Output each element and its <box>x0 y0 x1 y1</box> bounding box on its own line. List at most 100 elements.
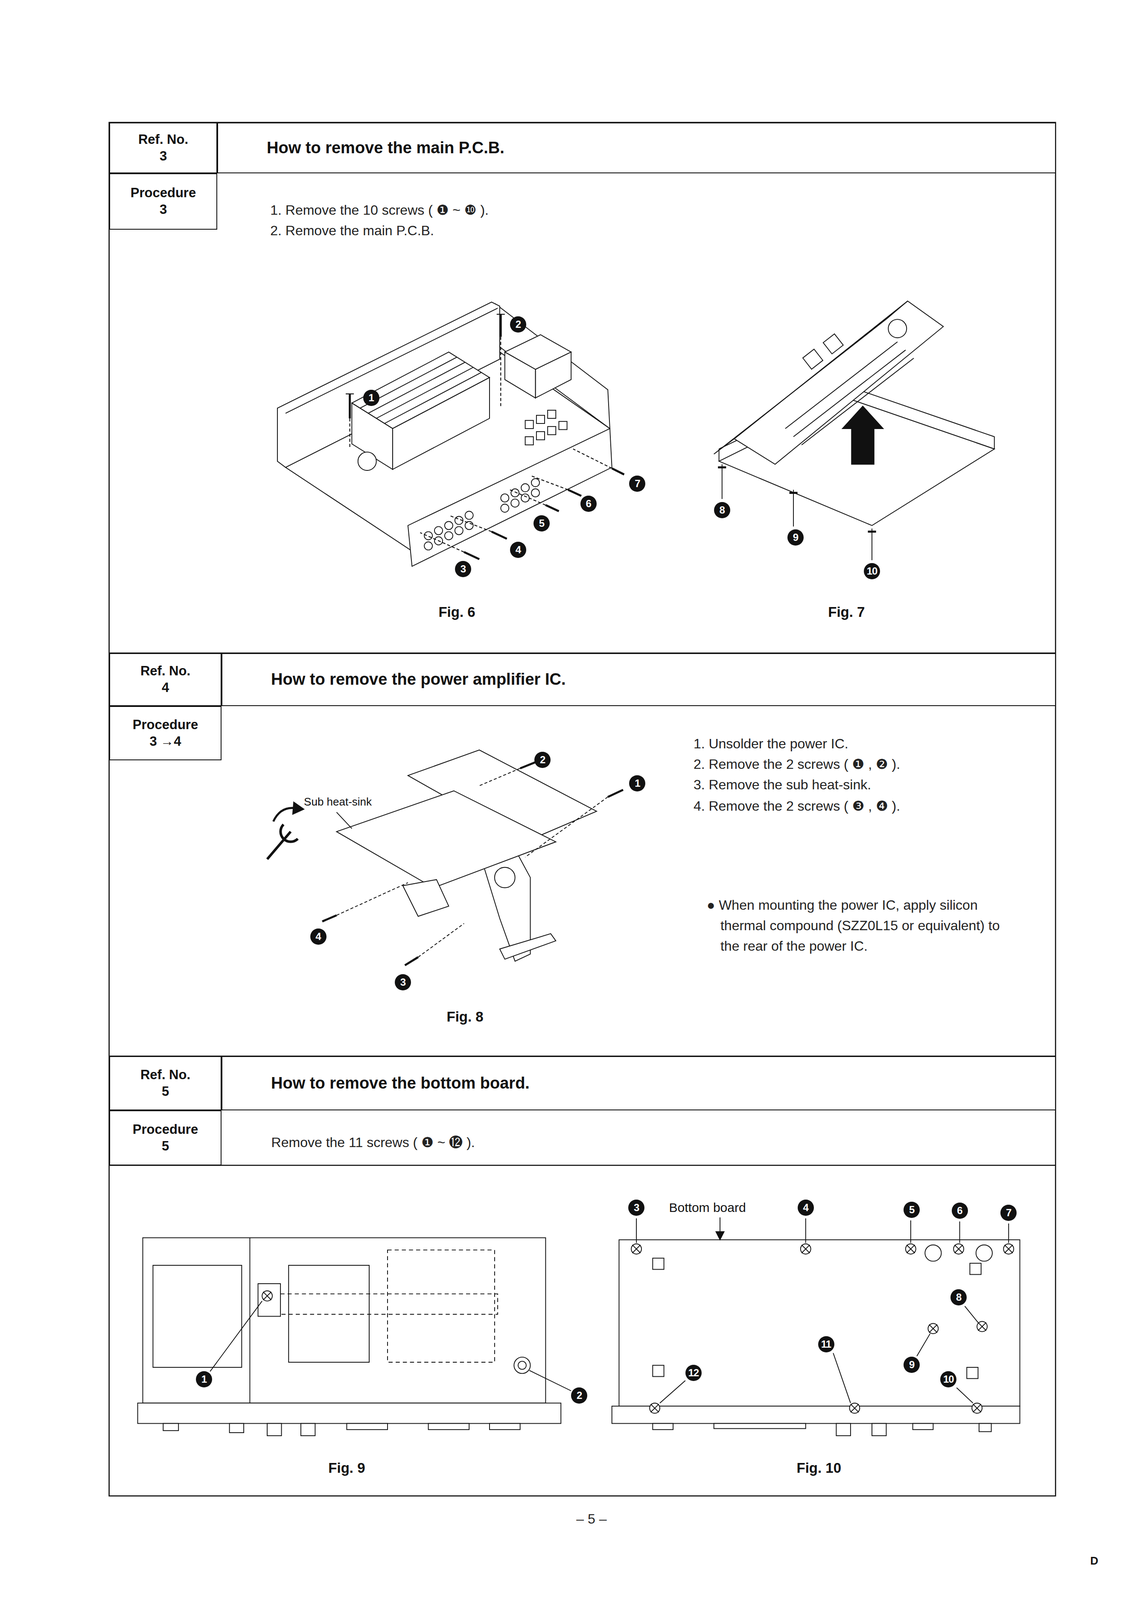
callout-number: 3 <box>628 1199 645 1216</box>
screw-leaders <box>496 313 505 315</box>
heat-sink-figure <box>499 933 556 960</box>
box-text: 5 <box>161 1137 170 1155</box>
main-pcb-chassis-figure <box>376 367 474 419</box>
callout-number: 6 <box>580 495 597 512</box>
bottom-board-figure <box>976 1244 993 1261</box>
ref-box: Ref. No.4 <box>109 652 222 706</box>
screw-leaders <box>510 489 546 505</box>
part-name: Bottom board <box>669 1199 747 1216</box>
ref-box: Procedure3 <box>109 173 218 230</box>
bottom-board-figure <box>632 1244 1013 1412</box>
top-view-figure <box>137 1402 562 1424</box>
ref-box: Procedure3 →4 <box>109 705 222 761</box>
instruction-text: 1. Unsolder the power IC. <box>693 733 849 754</box>
top-view-figure <box>229 1422 244 1433</box>
main-pcb-chassis-figure <box>504 352 536 399</box>
figure-label: Fig. 10 <box>796 1459 842 1477</box>
page-frame <box>109 1164 1056 1166</box>
callout-number: 10 <box>940 1370 957 1388</box>
heat-sink-figure <box>267 824 298 859</box>
heat-sink-figure <box>525 796 609 857</box>
screw-leaders <box>530 475 569 490</box>
callout-number: 6 <box>951 1202 968 1219</box>
main-pcb-chassis-figure <box>500 504 509 513</box>
bottom-board-figure <box>652 1257 664 1269</box>
box-text: 5 <box>161 1083 170 1100</box>
heat-sink-figure <box>336 882 409 916</box>
callout-number: 4 <box>797 1199 814 1216</box>
bottom-board-figure <box>612 1405 1021 1424</box>
bottom-board-figure <box>618 1239 1020 1406</box>
instruction-text: 2. Remove the 2 screws ( ❶ , ❷ ). <box>693 753 901 775</box>
callout-number: 5 <box>903 1201 920 1218</box>
bottom-board-figure <box>715 1231 724 1240</box>
callout-number: 3 <box>454 560 472 578</box>
callout-number: 1 <box>195 1370 213 1388</box>
main-pcb-chassis-figure <box>444 521 453 530</box>
heat-sink-figure <box>520 762 536 769</box>
figure-label: Fig. 8 <box>446 1008 484 1026</box>
bottom-board-figure <box>714 1422 806 1429</box>
screw-leaders <box>612 468 625 475</box>
heat-sink-figure <box>494 867 516 888</box>
heat-sink-figure <box>479 768 521 786</box>
bottom-board-figure <box>966 1367 978 1379</box>
top-view-figure <box>209 1300 263 1372</box>
box-text: 3 <box>159 201 167 219</box>
figure-label: Fig. 7 <box>827 603 865 621</box>
instruction-text: 4. Remove the 2 screws ( ❸ , ❹ ). <box>693 795 901 817</box>
screw-leaders <box>500 336 502 409</box>
main-pcb-chassis-figure <box>454 526 464 535</box>
pcb-lift-figure <box>734 300 944 464</box>
callout-number: 1 <box>629 775 646 792</box>
main-pcb-chassis-figure <box>444 531 453 540</box>
heat-sink-figure <box>336 812 353 829</box>
ref-box: Ref. No.5 <box>109 1055 222 1111</box>
main-pcb-chassis-figure <box>525 420 534 429</box>
callout-number: 4 <box>510 541 527 558</box>
pcb-lift-figure <box>867 530 876 533</box>
heat-sink-figure <box>418 923 465 957</box>
pcb-lift-figure <box>823 333 844 354</box>
top-view-figure <box>142 1237 546 1403</box>
top-view-figure <box>163 1422 179 1431</box>
main-pcb-chassis-figure <box>424 531 433 540</box>
screw-leaders <box>348 393 351 419</box>
top-view-figure <box>152 1265 242 1368</box>
pcb-lift-figure <box>785 341 898 429</box>
callout-number: 7 <box>629 475 646 492</box>
top-view-figure <box>280 1293 498 1315</box>
callout-number: 11 <box>818 1335 835 1353</box>
top-view-figure <box>258 1283 281 1316</box>
main-pcb-chassis-figure <box>547 426 556 435</box>
callout-number: 1 <box>363 389 380 406</box>
top-view-figure <box>518 1361 527 1370</box>
main-pcb-chassis-figure <box>277 302 613 567</box>
top-view-figure <box>489 1422 521 1429</box>
top-view-figure <box>513 1356 531 1373</box>
main-pcb-chassis-figure <box>558 421 567 430</box>
heat-sink-figure <box>402 879 449 916</box>
instruction-text: 3. Remove the sub heat-sink. <box>693 774 872 795</box>
top-view-figure <box>249 1237 251 1403</box>
main-pcb-chassis-figure <box>535 352 572 399</box>
box-text: 4 <box>161 679 170 697</box>
ref-box: Ref. No.3 <box>109 122 218 174</box>
instruction-text: 2. Remove the main P.C.B. <box>270 220 435 241</box>
title-band: How to remove the power amplifier IC. <box>221 652 1056 706</box>
top-view-figure <box>262 1290 273 1301</box>
top-view-figure <box>346 1422 388 1429</box>
screw-leaders <box>345 314 624 560</box>
callout-number: 4 <box>310 928 327 945</box>
bottom-board-figure <box>652 1364 664 1376</box>
pcb-lift-figure <box>714 300 995 560</box>
heat-sink-figure <box>405 956 419 965</box>
main-pcb-chassis-figure <box>434 526 443 535</box>
pcb-lift-figure <box>789 491 798 494</box>
box-text: Procedure <box>130 184 196 202</box>
page-code: D <box>1090 1553 1099 1568</box>
callout-number: 2 <box>510 316 527 333</box>
section-title: How to remove the bottom board. <box>271 1072 530 1094</box>
main-pcb-chassis-figure <box>392 377 490 470</box>
pcb-lift-figure <box>888 319 907 338</box>
